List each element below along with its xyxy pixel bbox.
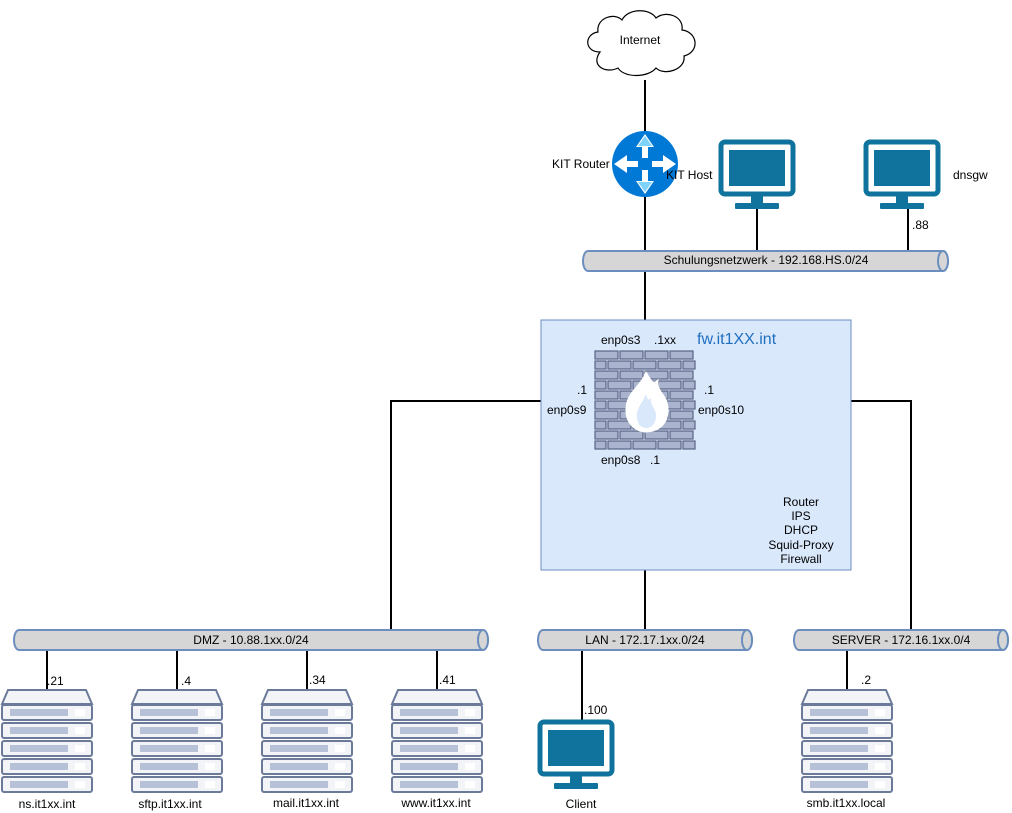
lan-label: LAN - 172.17.1xx.0/24 <box>585 633 705 647</box>
dnsgw-label: dnsgw <box>953 168 988 182</box>
wall-brick <box>594 380 607 390</box>
wall-brick <box>669 390 694 400</box>
ip-right-label: .1 <box>704 383 714 397</box>
role-item: DHCP <box>784 523 818 537</box>
lan-bus: LAN - 172.17.1xx.0/24 <box>537 629 753 651</box>
wall-brick <box>632 360 657 370</box>
smb-ip: .2 <box>861 673 871 687</box>
ip-bottom-label: .1 <box>650 453 660 467</box>
schulung-bus: Schulungsnetzwerk - 192.168.HS.0/24 <box>582 250 949 272</box>
wall-brick <box>594 440 607 450</box>
wall-brick <box>657 360 682 370</box>
firewall-interfaces: enp0s3 .1xx .1 enp0s9 .1 enp0s10 enp0s8 … <box>547 333 744 467</box>
wall-brick <box>594 360 607 370</box>
client-monitor <box>540 722 612 789</box>
wall-brick <box>657 440 682 450</box>
wall-brick <box>619 370 644 380</box>
role-item: IPS <box>791 509 810 523</box>
smb-label: smb.it1xx.local <box>807 796 886 810</box>
wall-brick <box>594 390 619 400</box>
wall-brick <box>632 440 657 450</box>
schulung-label: Schulungsnetzwerk - 192.168.HS.0/24 <box>664 253 869 267</box>
kit-host-label: KIT Host <box>666 168 713 182</box>
ip-top-label: .1xx <box>654 333 676 347</box>
wall-brick <box>594 400 607 410</box>
www-server <box>391 689 483 793</box>
internet-cloud: Internet <box>587 10 696 77</box>
dmz-bus: DMZ - 10.88.1xx.0/24 <box>13 629 489 651</box>
ip-left-label: .1 <box>577 383 587 397</box>
wall-brick <box>607 420 632 430</box>
if-top-label: enp0s3 <box>601 333 641 347</box>
smb-server <box>801 689 893 793</box>
role-item: Firewall <box>780 552 821 566</box>
firewall-zone <box>540 319 852 571</box>
client-ip: .100 <box>584 703 608 717</box>
wall-brick <box>619 350 644 360</box>
wall-brick <box>594 410 619 420</box>
wall-brick <box>682 380 696 390</box>
wall-brick <box>682 360 696 370</box>
firewall-roles: Router IPS DHCP Squid-Proxy Firewall <box>768 495 833 566</box>
wall-brick <box>669 370 694 380</box>
dmz-label: DMZ - 10.88.1xx.0/24 <box>193 633 309 647</box>
sftp-ip: .4 <box>181 674 191 688</box>
wall-brick <box>669 410 694 420</box>
mail-server <box>261 689 353 793</box>
wall-brick <box>594 420 607 430</box>
ns-label: ns.it1xx.int <box>19 797 76 811</box>
server-bus: SERVER - 172.16.1xx.0/4 <box>793 629 1009 651</box>
firewall-icon <box>594 350 696 450</box>
wall-brick <box>669 350 694 360</box>
wall-brick <box>682 420 696 430</box>
mail-ip: .34 <box>309 673 326 687</box>
sftp-label: sftp.it1xx.int <box>138 797 202 811</box>
client-label: Client <box>566 797 597 811</box>
www-ip: .41 <box>439 673 456 687</box>
dnsgw-ip: .88 <box>912 218 929 232</box>
wall-brick <box>594 370 619 380</box>
wall-brick <box>607 380 632 390</box>
wall-brick <box>657 380 682 390</box>
internet-label: Internet <box>620 33 661 47</box>
kit-host-monitor <box>721 142 793 209</box>
wall-brick <box>644 430 669 440</box>
wall-brick <box>682 440 696 450</box>
wall-brick <box>682 400 696 410</box>
wall-brick <box>607 440 632 450</box>
wall-brick <box>669 430 694 440</box>
wall-brick <box>594 350 619 360</box>
dnsgw-monitor <box>866 142 938 209</box>
firewall-name: fw.it1XX.int <box>697 331 777 348</box>
kit-router-label: KIT Router <box>552 157 610 171</box>
mail-label: mail.it1xx.int <box>273 796 340 810</box>
server-bus-label: SERVER - 172.16.1xx.0/4 <box>832 633 971 647</box>
if-right-label: enp0s10 <box>698 403 744 417</box>
wall-brick <box>607 360 632 370</box>
wall-brick <box>619 430 644 440</box>
sftp-server <box>131 689 223 793</box>
ns-server <box>1 689 93 793</box>
kit-router: KIT Router <box>552 131 678 197</box>
wall-brick <box>644 350 669 360</box>
ns-ip: .21 <box>47 674 64 688</box>
wall-brick <box>594 430 619 440</box>
if-bottom-label: enp0s8 <box>601 453 641 467</box>
if-left-label: enp0s9 <box>547 403 587 417</box>
role-item: Squid-Proxy <box>768 538 833 552</box>
www-label: www.it1xx.int <box>400 796 471 810</box>
role-item: Router <box>783 495 819 509</box>
